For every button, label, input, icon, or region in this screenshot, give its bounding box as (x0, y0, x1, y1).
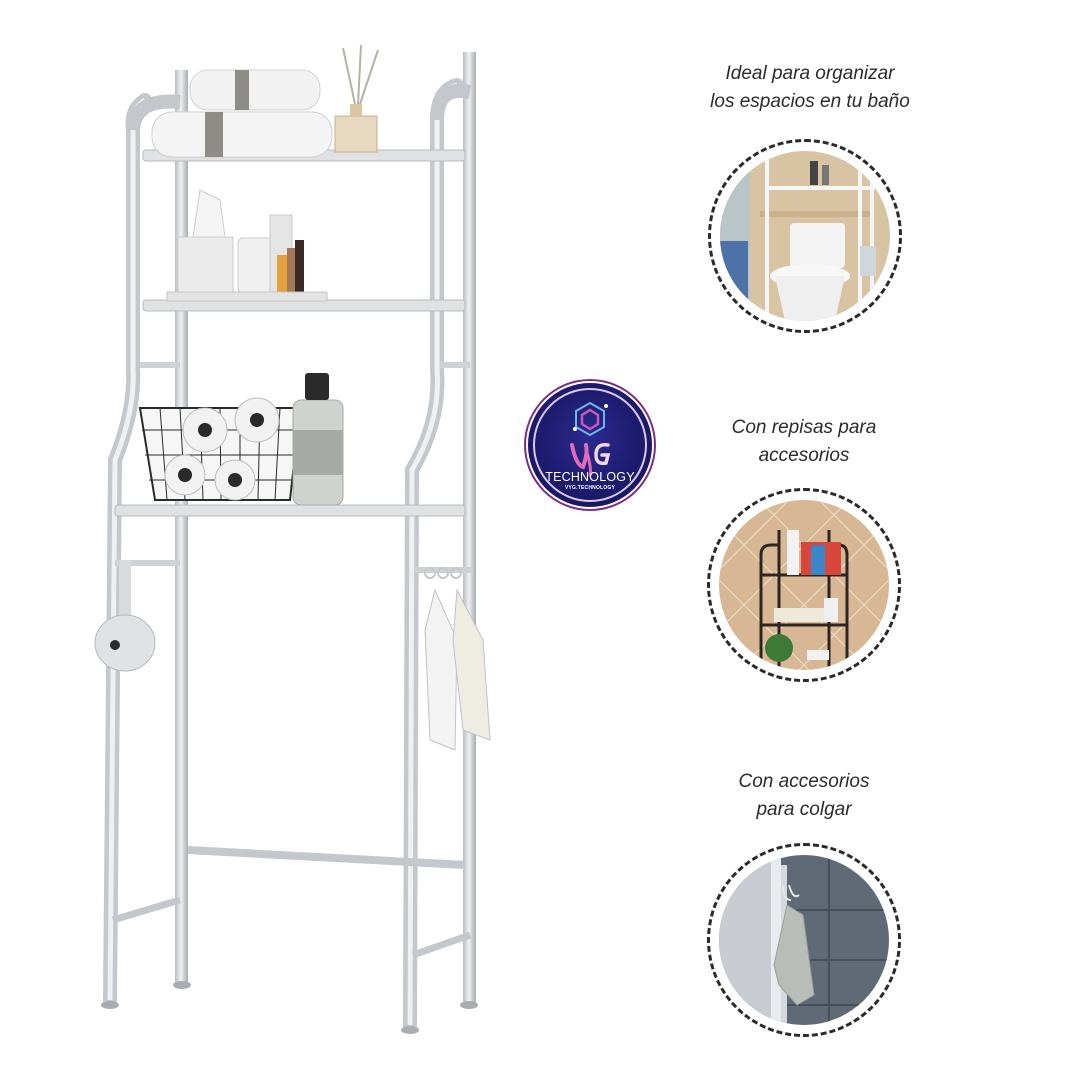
side-toilet-paper-roll (94, 614, 156, 672)
caption-line-1: Con repisas para (731, 417, 877, 438)
feature-circle-hanging (707, 843, 901, 1037)
feature-photo-hanging-towel (719, 855, 889, 1025)
cosmetic-bottle (277, 255, 287, 293)
feature-circle-shelves (707, 488, 901, 682)
shelf-rack-illustration (94, 44, 491, 1034)
back-left-pole (175, 70, 188, 985)
tray (166, 291, 328, 302)
front-right-pole (403, 78, 464, 1032)
monogram-v (570, 443, 589, 470)
caption-line-1: Con accesorios (738, 771, 870, 792)
caption-line-2: los espacios en tu baño (710, 91, 910, 112)
feature-photo-toilet-rack (720, 151, 890, 321)
brand-logo: TECHNOLOGY VYG.TECHNOLOGY (528, 383, 652, 507)
logo-ring (533, 388, 647, 502)
hexagon-icon (575, 401, 605, 437)
rolled-towel-bottom (151, 111, 333, 158)
caption-line-2: accesorios (758, 445, 850, 466)
logo-title: TECHNOLOGY (545, 470, 635, 484)
product-image-shelf-rack (85, 40, 505, 1050)
monogram-g (594, 442, 611, 466)
middle-shelf (142, 299, 466, 312)
logo-graphic (570, 401, 611, 477)
reed-diffuser (334, 115, 378, 153)
caption-line-1: Ideal para organizar (725, 63, 895, 84)
caption-line-2: para colgar (756, 799, 852, 820)
rolled-towel-top (189, 69, 321, 111)
tissue-box (177, 236, 234, 293)
back-right-pole (463, 52, 476, 1002)
hanging-towel-right (452, 588, 491, 741)
white-jar (237, 237, 275, 294)
feature-caption-organize: Ideal para organizar los espacios en tu … (660, 60, 960, 116)
feature-circle-organize (708, 139, 902, 333)
feature-photo-shelves-accessories (719, 500, 889, 670)
hanging-towel-left (424, 588, 458, 751)
feature-caption-shelves: Con repisas para accesorios (654, 414, 954, 470)
logo-handle: VYG.TECHNOLOGY (564, 485, 616, 491)
feature-caption-hanging: Con accesorios para colgar (654, 768, 954, 824)
bottom-shelf (114, 504, 466, 517)
